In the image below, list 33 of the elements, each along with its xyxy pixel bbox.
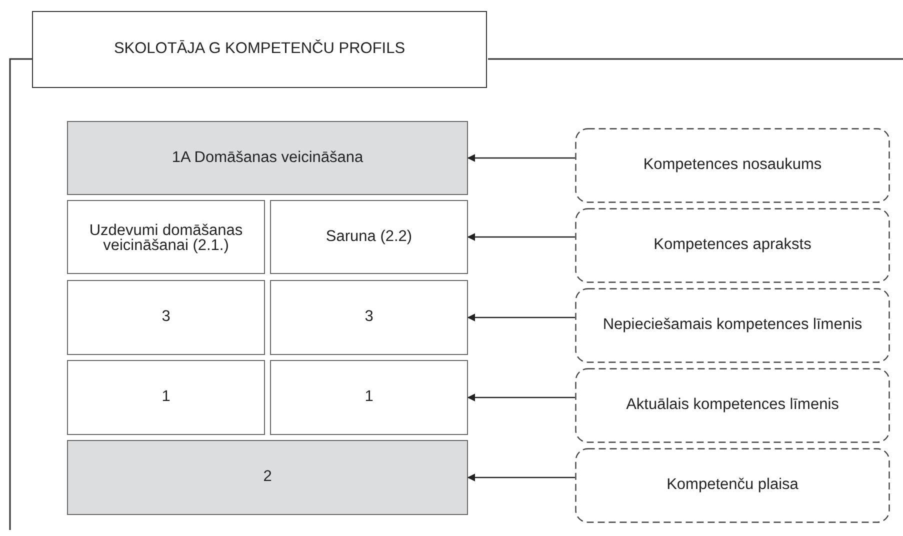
node-text: Kompetences nosaukums bbox=[643, 155, 822, 176]
actual-level-cell bbox=[270, 360, 468, 435]
competence-description-cell bbox=[270, 200, 468, 274]
dashed-callout-box bbox=[575, 368, 890, 443]
title-box bbox=[32, 11, 487, 88]
dashed-callout-box bbox=[575, 288, 890, 363]
node-text: 3 bbox=[364, 307, 374, 328]
arrow bbox=[467, 314, 575, 322]
competence-name-box bbox=[67, 121, 468, 195]
node-text: 1 bbox=[364, 387, 374, 408]
node-text: SKOLOTĀJA G KOMPETENČU PROFILS bbox=[114, 38, 406, 60]
arrow bbox=[467, 233, 575, 241]
competence-gap-box bbox=[67, 440, 468, 515]
arrow bbox=[467, 474, 575, 482]
node-text: Kompetenču plaisa bbox=[666, 475, 798, 496]
node-text: Kompetences apraksts bbox=[654, 235, 812, 256]
dashed-callout-box bbox=[575, 448, 890, 523]
node-text: Saruna (2.2) bbox=[326, 226, 412, 247]
node-text: 1A Domāšanas veicināšana bbox=[172, 148, 364, 168]
dashed-callout-box bbox=[575, 208, 890, 283]
actual-level-cell bbox=[67, 360, 265, 435]
node-text: Nepieciešamais kompetences līmenis bbox=[602, 315, 862, 336]
node-text: Aktuālais kompetences līmenis bbox=[626, 395, 839, 416]
dashed-callout-box bbox=[575, 128, 890, 203]
arrow bbox=[467, 394, 575, 402]
required-level-cell bbox=[270, 280, 468, 355]
required-level-cell bbox=[67, 280, 265, 355]
node-text: 2 bbox=[263, 467, 272, 488]
arrow bbox=[467, 154, 575, 162]
node-text: 1 bbox=[162, 387, 170, 408]
node-text: Uzdevumi domāšanas veicināšanai (2.1.) bbox=[88, 220, 244, 254]
node-text: 3 bbox=[162, 307, 170, 328]
competence-description-cell bbox=[67, 200, 265, 274]
